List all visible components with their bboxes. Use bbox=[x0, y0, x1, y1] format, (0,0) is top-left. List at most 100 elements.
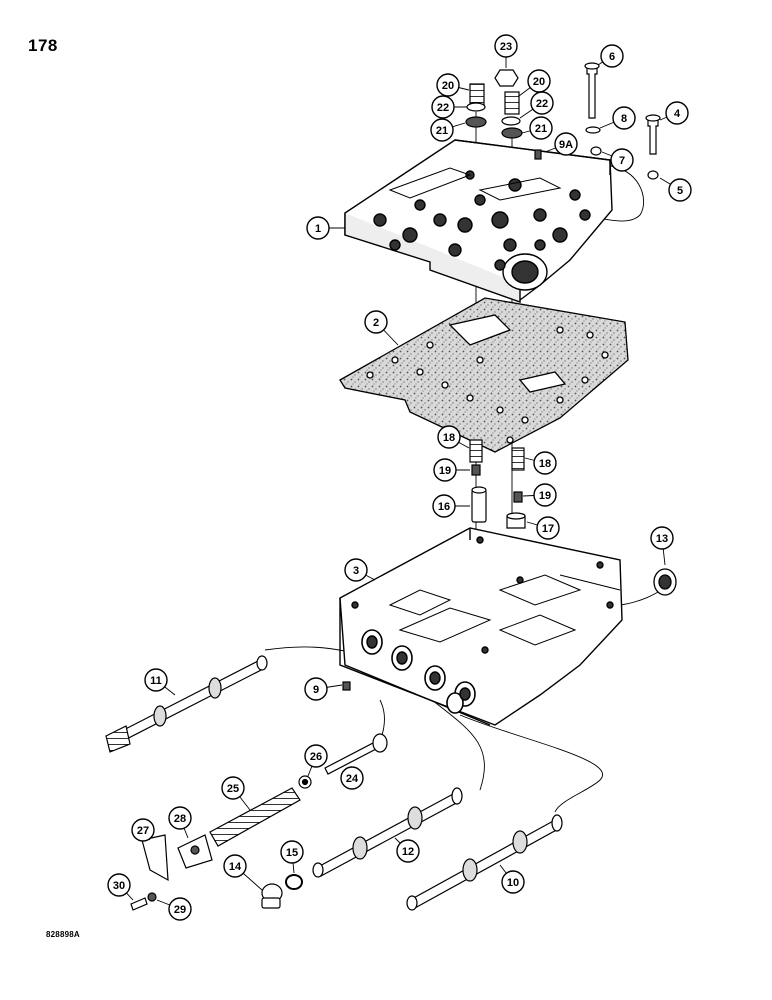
callout-circle bbox=[131, 818, 155, 842]
spool-middle bbox=[312, 787, 463, 878]
callout-circle bbox=[436, 73, 460, 97]
callout-c24: 24 bbox=[340, 766, 364, 790]
callout-label: 11 bbox=[150, 675, 162, 687]
page-number: 178 bbox=[28, 36, 58, 55]
callout-c1: 1 bbox=[306, 216, 345, 240]
callout-c22a: 22 bbox=[431, 95, 467, 119]
callout-c10: 10 bbox=[499, 864, 525, 894]
callout-c15: 15 bbox=[280, 840, 304, 874]
callout-label: 24 bbox=[346, 773, 359, 785]
callout-circle bbox=[530, 91, 554, 115]
callout-label: 21 bbox=[436, 125, 448, 137]
callout-circle bbox=[437, 425, 461, 449]
callout-c21b: 21 bbox=[521, 116, 553, 140]
callout-label: 26 bbox=[310, 751, 322, 763]
callout-circle bbox=[304, 744, 328, 768]
callout-c30: 30 bbox=[107, 873, 134, 901]
callout-circle bbox=[554, 132, 578, 156]
callout-c5: 5 bbox=[659, 177, 692, 202]
callout-circle bbox=[536, 516, 560, 540]
callout-c20b: 20 bbox=[518, 69, 551, 97]
callout-label: 23 bbox=[500, 41, 512, 53]
callout-circle bbox=[494, 34, 518, 58]
callout-c9A: 9A bbox=[544, 132, 578, 156]
callout-label: 18 bbox=[539, 458, 551, 470]
callout-label: 29 bbox=[174, 904, 186, 916]
callout-label: 4 bbox=[674, 108, 681, 120]
top-hardware bbox=[465, 62, 661, 180]
callout-label: 5 bbox=[677, 185, 683, 197]
callout-c29: 29 bbox=[156, 897, 192, 921]
callout-circle bbox=[168, 897, 192, 921]
callout-circle bbox=[430, 118, 454, 142]
callout-label: 10 bbox=[507, 877, 519, 889]
callout-c3: 3 bbox=[344, 558, 376, 582]
callout-circle bbox=[650, 526, 674, 550]
callout-circle bbox=[340, 766, 364, 790]
callout-label: 8 bbox=[621, 113, 627, 125]
callout-c22b: 22 bbox=[519, 91, 554, 119]
seal bbox=[653, 568, 677, 596]
callout-label: 19 bbox=[539, 490, 551, 502]
callout-c18b: 18 bbox=[524, 451, 557, 475]
callout-circle bbox=[223, 854, 247, 878]
callout-circle bbox=[144, 668, 168, 692]
callout-circle bbox=[600, 44, 624, 68]
callout-c23: 23 bbox=[494, 34, 518, 68]
callout-c19b: 19 bbox=[522, 483, 557, 507]
callout-circle bbox=[306, 216, 330, 240]
callout-label: 21 bbox=[535, 123, 547, 135]
callout-circle bbox=[529, 116, 553, 140]
callout-label: 16 bbox=[438, 501, 450, 513]
callout-c26: 26 bbox=[304, 744, 328, 777]
callout-label: 3 bbox=[353, 565, 359, 577]
callout-c16: 16 bbox=[432, 494, 470, 518]
callout-c21a: 21 bbox=[430, 118, 466, 142]
callout-label: 9 bbox=[313, 684, 319, 696]
callout-c28: 28 bbox=[168, 806, 192, 839]
callout-label: 15 bbox=[286, 847, 298, 859]
callout-circle bbox=[533, 483, 557, 507]
callout-label: 1 bbox=[315, 223, 321, 235]
callout-label: 13 bbox=[656, 533, 668, 545]
callout-c14: 14 bbox=[223, 854, 263, 891]
callout-c17: 17 bbox=[526, 516, 560, 540]
callout-circle bbox=[107, 873, 131, 897]
callout-c27: 27 bbox=[131, 818, 155, 842]
spool-right bbox=[406, 814, 563, 911]
callout-circle bbox=[612, 106, 636, 130]
lower-hardware bbox=[130, 681, 388, 911]
callout-label: 30 bbox=[113, 880, 125, 892]
callout-c25: 25 bbox=[221, 776, 251, 811]
callout-circle bbox=[431, 95, 455, 119]
callout-c18a: 18 bbox=[437, 425, 470, 449]
callout-c13: 13 bbox=[650, 526, 674, 566]
callout-c20a: 20 bbox=[436, 73, 470, 97]
callout-label: 22 bbox=[536, 98, 548, 110]
callout-circle bbox=[221, 776, 245, 800]
callout-circle bbox=[665, 101, 689, 125]
lower-valve-body bbox=[339, 527, 623, 726]
callout-label: 27 bbox=[137, 825, 149, 837]
check-valve-parts bbox=[469, 439, 526, 529]
callout-circle bbox=[533, 451, 557, 475]
callout-circle bbox=[280, 840, 304, 864]
callout-label: 18 bbox=[443, 432, 455, 444]
separator-gasket bbox=[339, 297, 629, 453]
upper-valve-body bbox=[344, 139, 613, 303]
callout-label: 28 bbox=[174, 813, 186, 825]
callout-circle bbox=[433, 458, 457, 482]
callout-circle bbox=[364, 310, 388, 334]
callout-circle bbox=[668, 178, 692, 202]
callout-circle bbox=[304, 677, 328, 701]
callout-circle bbox=[168, 806, 192, 830]
callout-label: 2 bbox=[373, 317, 379, 329]
callout-label: 19 bbox=[439, 465, 451, 477]
callout-circle bbox=[344, 558, 368, 582]
callout-c8: 8 bbox=[599, 106, 636, 130]
spool-left bbox=[105, 655, 268, 753]
callout-label: 7 bbox=[619, 155, 625, 167]
callout-circle bbox=[610, 148, 634, 172]
